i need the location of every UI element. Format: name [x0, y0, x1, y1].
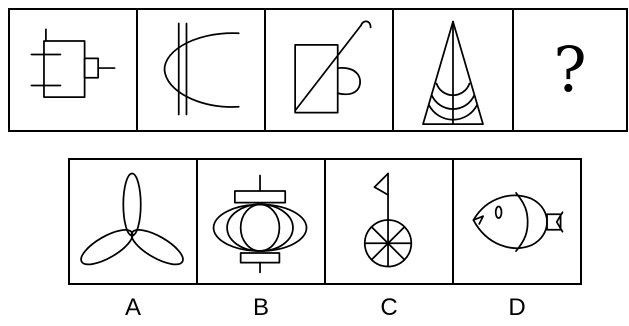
arc-double-line-figure [138, 10, 264, 130]
sequence-cell-3 [264, 8, 394, 132]
sequence-cell-5: ? [512, 8, 628, 132]
option-b-cell[interactable] [196, 158, 326, 285]
propeller-figure [70, 160, 196, 283]
sequence-cell-1 [8, 8, 138, 132]
option-a-label: A [103, 296, 163, 320]
option-b-label: B [231, 296, 291, 320]
fish-figure [454, 160, 580, 283]
sequence-cell-4 [392, 8, 514, 132]
option-d-cell[interactable] [452, 158, 582, 285]
question-mark: ? [514, 10, 626, 130]
option-c-label: C [359, 296, 419, 320]
lantern-figure [198, 160, 324, 283]
option-a-cell[interactable] [68, 158, 198, 285]
wheel-flag-figure [326, 160, 452, 283]
triangle-arcs-figure [394, 10, 512, 130]
cup-straw-figure [266, 10, 392, 130]
option-d-label: D [487, 296, 547, 320]
gate-symbol-figure [10, 10, 136, 130]
option-c-cell[interactable] [324, 158, 454, 285]
sequence-cell-2 [136, 8, 266, 132]
